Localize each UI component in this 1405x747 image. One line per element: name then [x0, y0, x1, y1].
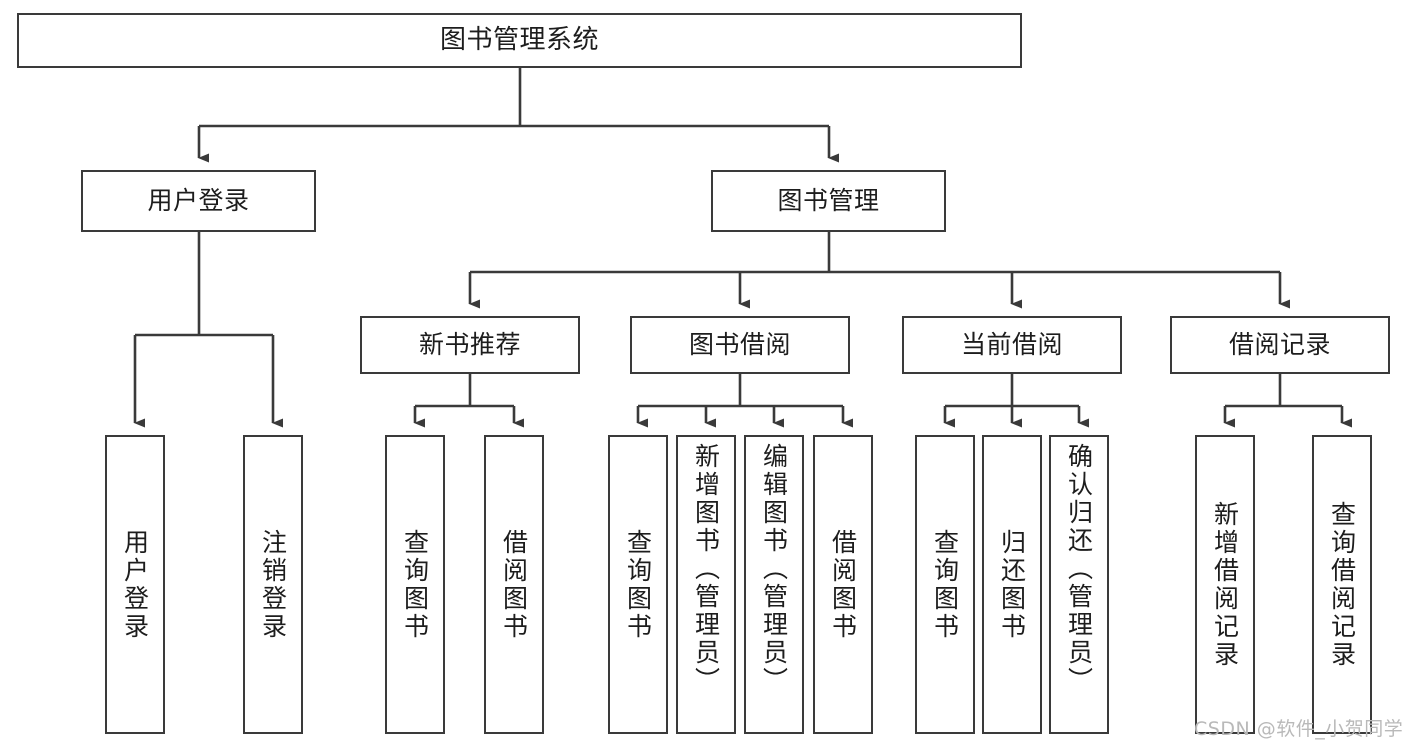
leaf-currentborrow-confirm-return-admin-label: 确认归还（管理员） — [1064, 443, 1094, 695]
leaf-currentborrow-confirm-return-admin[interactable]: 确认归还（管理员） — [1049, 435, 1109, 734]
node-book-borrow[interactable]: 图书借阅 — [630, 316, 850, 374]
leaf-currentborrow-return-book-label: 归还图书 — [997, 528, 1027, 641]
leaf-borrowrecord-add-record-label: 新增借阅记录 — [1210, 500, 1240, 669]
leaf-currentborrow-query-book-label: 查询图书 — [930, 528, 960, 641]
node-current-borrow-label: 当前借阅 — [960, 329, 1063, 359]
node-book-management[interactable]: 图书管理 — [711, 170, 946, 232]
leaf-bookborrow-query-book-label: 查询图书 — [623, 528, 653, 641]
leaf-newbook-borrow-book[interactable]: 借阅图书 — [484, 435, 544, 734]
leaf-user-login[interactable]: 用户登录 — [105, 435, 165, 734]
leaf-logout[interactable]: 注销登录 — [243, 435, 303, 734]
node-user-login[interactable]: 用户登录 — [81, 170, 316, 232]
leaf-bookborrow-edit-book-admin[interactable]: 编辑图书（管理员） — [744, 435, 804, 734]
leaf-bookborrow-add-book-admin-label: 新增图书（管理员） — [691, 443, 721, 695]
node-borrow-record-label: 借阅记录 — [1228, 329, 1331, 359]
node-new-book-recommend[interactable]: 新书推荐 — [360, 316, 580, 374]
node-new-book-recommend-label: 新书推荐 — [418, 329, 521, 359]
node-current-borrow[interactable]: 当前借阅 — [902, 316, 1122, 374]
node-borrow-record[interactable]: 借阅记录 — [1170, 316, 1390, 374]
leaf-currentborrow-query-book[interactable]: 查询图书 — [915, 435, 975, 734]
node-root-system-label: 图书管理系统 — [439, 24, 599, 55]
node-book-borrow-label: 图书借阅 — [688, 329, 791, 359]
leaf-borrowrecord-query-record[interactable]: 查询借阅记录 — [1312, 435, 1372, 734]
node-user-login-label: 用户登录 — [147, 185, 250, 215]
leaf-borrowrecord-add-record[interactable]: 新增借阅记录 — [1195, 435, 1255, 734]
leaf-bookborrow-borrow-book-label: 借阅图书 — [828, 528, 858, 641]
leaf-borrowrecord-query-record-label: 查询借阅记录 — [1327, 500, 1357, 669]
node-book-management-label: 图书管理 — [777, 185, 880, 215]
node-root-system[interactable]: 图书管理系统 — [17, 13, 1022, 68]
leaf-currentborrow-return-book[interactable]: 归还图书 — [982, 435, 1042, 734]
leaf-user-login-label: 用户登录 — [120, 528, 150, 641]
leaf-bookborrow-borrow-book[interactable]: 借阅图书 — [813, 435, 873, 734]
leaf-bookborrow-query-book[interactable]: 查询图书 — [608, 435, 668, 734]
leaf-newbook-query-book[interactable]: 查询图书 — [385, 435, 445, 734]
leaf-bookborrow-add-book-admin[interactable]: 新增图书（管理员） — [676, 435, 736, 734]
leaf-newbook-query-book-label: 查询图书 — [400, 528, 430, 641]
csdn-watermark: CSDN @软件_小贺同学 — [1194, 718, 1404, 740]
leaf-logout-label: 注销登录 — [258, 528, 288, 641]
leaf-newbook-borrow-book-label: 借阅图书 — [499, 528, 529, 641]
leaf-bookborrow-edit-book-admin-label: 编辑图书（管理员） — [759, 443, 789, 695]
